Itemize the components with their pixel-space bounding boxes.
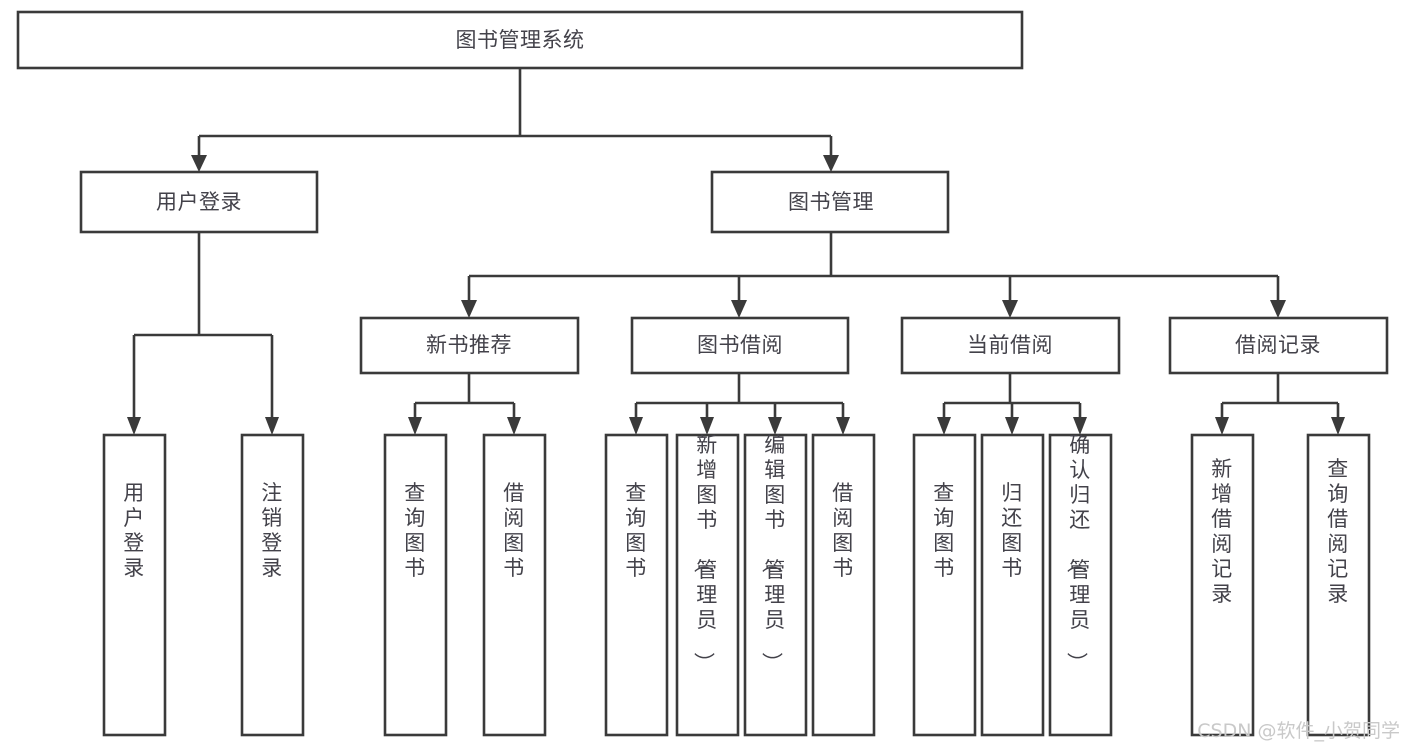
arrow-borrow-record-leaf-0 <box>1215 417 1229 435</box>
leaf-book-borrow-2-label: 编辑图书（管理员） <box>759 433 786 674</box>
node-root-label: 图书管理系统 <box>456 28 585 52</box>
leaf-book-borrow-2-box[interactable] <box>743 433 808 737</box>
node-book-management-box[interactable] <box>710 170 950 234</box>
leaf-user-login-1-label: 注销登录 <box>261 481 283 580</box>
leaf-book-borrow-0-box[interactable] <box>604 433 669 737</box>
node-book-borrow-label: 图书借阅 <box>697 333 783 357</box>
leaf-book-borrow-0-label: 查询图书 <box>625 481 647 580</box>
leaf-book-borrow-3-box[interactable] <box>811 433 876 737</box>
leaf-new-book-1-box[interactable] <box>482 433 547 737</box>
leaf-book-borrow-1-label: 新增图书（管理员） <box>691 433 718 674</box>
leaf-node[interactable]: 查询图书 <box>383 433 448 737</box>
arrow-current-borrow-leaf-2 <box>1073 417 1087 435</box>
arrow-new-book-leaf-0 <box>408 417 422 435</box>
leaf-borrow-record-0-label: 新增借阅记录 <box>1211 457 1233 606</box>
leaf-new-book-1-label: 借阅图书 <box>503 481 525 580</box>
connector-group-new-book <box>408 373 521 435</box>
node-user-login[interactable]: 用户登录 <box>79 170 319 234</box>
leaf-node[interactable]: 新增图书（管理员） <box>675 433 740 737</box>
arrow-new-book-leaf-1 <box>507 417 521 435</box>
connector-group-user-login <box>127 232 279 435</box>
node-book-borrow[interactable]: 图书借阅 <box>630 316 850 375</box>
leaf-node[interactable]: 查询借阅记录 <box>1306 433 1371 737</box>
arrow-book-mgmt-child-0 <box>461 300 477 318</box>
leaf-user-login-0-box[interactable] <box>102 433 167 737</box>
leaf-borrow-record-1-box[interactable] <box>1306 433 1371 737</box>
arrow-current-borrow-leaf-0 <box>937 417 951 435</box>
arrow-borrow-record-leaf-1 <box>1331 417 1345 435</box>
leaf-book-borrow-3-label: 借阅图书 <box>832 481 854 580</box>
leaf-node[interactable]: 确认归还（管理员） <box>1048 433 1113 737</box>
arrow-current-borrow-leaf-1 <box>1005 417 1019 435</box>
node-current-borrow-label: 当前借阅 <box>967 333 1053 357</box>
connector-group-book-mgmt <box>461 232 1286 318</box>
node-user-login-box[interactable] <box>79 170 319 234</box>
arrow-root-to-user-login <box>191 155 207 172</box>
node-borrow-record-label: 借阅记录 <box>1235 333 1321 357</box>
leaf-current-borrow-1-box[interactable] <box>980 433 1045 737</box>
arrow-book-borrow-leaf-0 <box>629 417 643 435</box>
connector-group-root <box>191 68 839 172</box>
arrow-book-borrow-leaf-1 <box>700 417 714 435</box>
arrow-book-borrow-leaf-3 <box>836 417 850 435</box>
node-borrow-record-box[interactable] <box>1168 316 1389 375</box>
node-book-borrow-box[interactable] <box>630 316 850 375</box>
node-new-book-recommend-box[interactable] <box>359 316 580 375</box>
leaf-node[interactable]: 用户登录 <box>102 433 167 737</box>
arrow-book-mgmt-child-3 <box>1270 300 1286 318</box>
arrow-book-mgmt-child-2 <box>1002 300 1018 318</box>
connector-group-borrow-record <box>1215 373 1345 435</box>
leaf-book-borrow-1-box[interactable] <box>675 433 740 737</box>
node-current-borrow-box[interactable] <box>900 316 1121 375</box>
arrow-user-login-leaf-1 <box>265 417 279 435</box>
node-current-borrow[interactable]: 当前借阅 <box>900 316 1121 375</box>
arrow-book-mgmt-child-1 <box>731 300 747 318</box>
arrow-book-borrow-leaf-2 <box>768 417 782 435</box>
leaf-new-book-0-box[interactable] <box>383 433 448 737</box>
node-new-book-recommend[interactable]: 新书推荐 <box>359 316 580 375</box>
connector-group-book-borrow <box>629 373 850 435</box>
node-new-book-recommend-label: 新书推荐 <box>426 333 512 357</box>
leaf-current-borrow-0-label: 查询图书 <box>933 481 955 580</box>
node-book-management[interactable]: 图书管理 <box>710 170 950 234</box>
node-borrow-record[interactable]: 借阅记录 <box>1168 316 1389 375</box>
leaf-borrow-record-1-label: 查询借阅记录 <box>1327 457 1349 606</box>
arrow-root-to-book-mgmt <box>823 155 839 172</box>
leaf-node[interactable]: 借阅图书 <box>811 433 876 737</box>
leaf-current-borrow-2-box[interactable] <box>1048 433 1113 737</box>
node-book-management-label: 图书管理 <box>788 190 874 214</box>
leaf-new-book-0-label: 查询图书 <box>404 481 426 580</box>
arrow-user-login-leaf-0 <box>127 417 141 435</box>
leaf-user-login-1-box[interactable] <box>240 433 305 737</box>
leaf-node[interactable]: 注销登录 <box>240 433 305 737</box>
node-root[interactable]: 图书管理系统 <box>16 10 1024 70</box>
connector-group-current-borrow <box>937 373 1087 435</box>
node-user-login-label: 用户登录 <box>156 190 242 214</box>
csdn-watermark: CSDN @软件_小贺同学 <box>1197 720 1400 742</box>
leaf-node[interactable]: 查询图书 <box>604 433 669 737</box>
leaf-node[interactable]: 借阅图书 <box>482 433 547 737</box>
leaf-current-borrow-1-label: 归还图书 <box>1001 481 1023 580</box>
leaf-current-borrow-0-box[interactable] <box>912 433 977 737</box>
node-root-box[interactable] <box>16 10 1024 70</box>
leaf-user-login-0-label: 用户登录 <box>123 481 145 580</box>
leaf-node[interactable]: 编辑图书（管理员） <box>743 433 808 737</box>
leaf-borrow-record-0-box[interactable] <box>1190 433 1255 737</box>
leaf-current-borrow-2-label: 确认归还（管理员） <box>1064 433 1091 674</box>
leaf-node[interactable]: 查询图书 <box>912 433 977 737</box>
leaf-node[interactable]: 新增借阅记录 <box>1190 433 1255 737</box>
leaf-node[interactable]: 归还图书 <box>980 433 1045 737</box>
